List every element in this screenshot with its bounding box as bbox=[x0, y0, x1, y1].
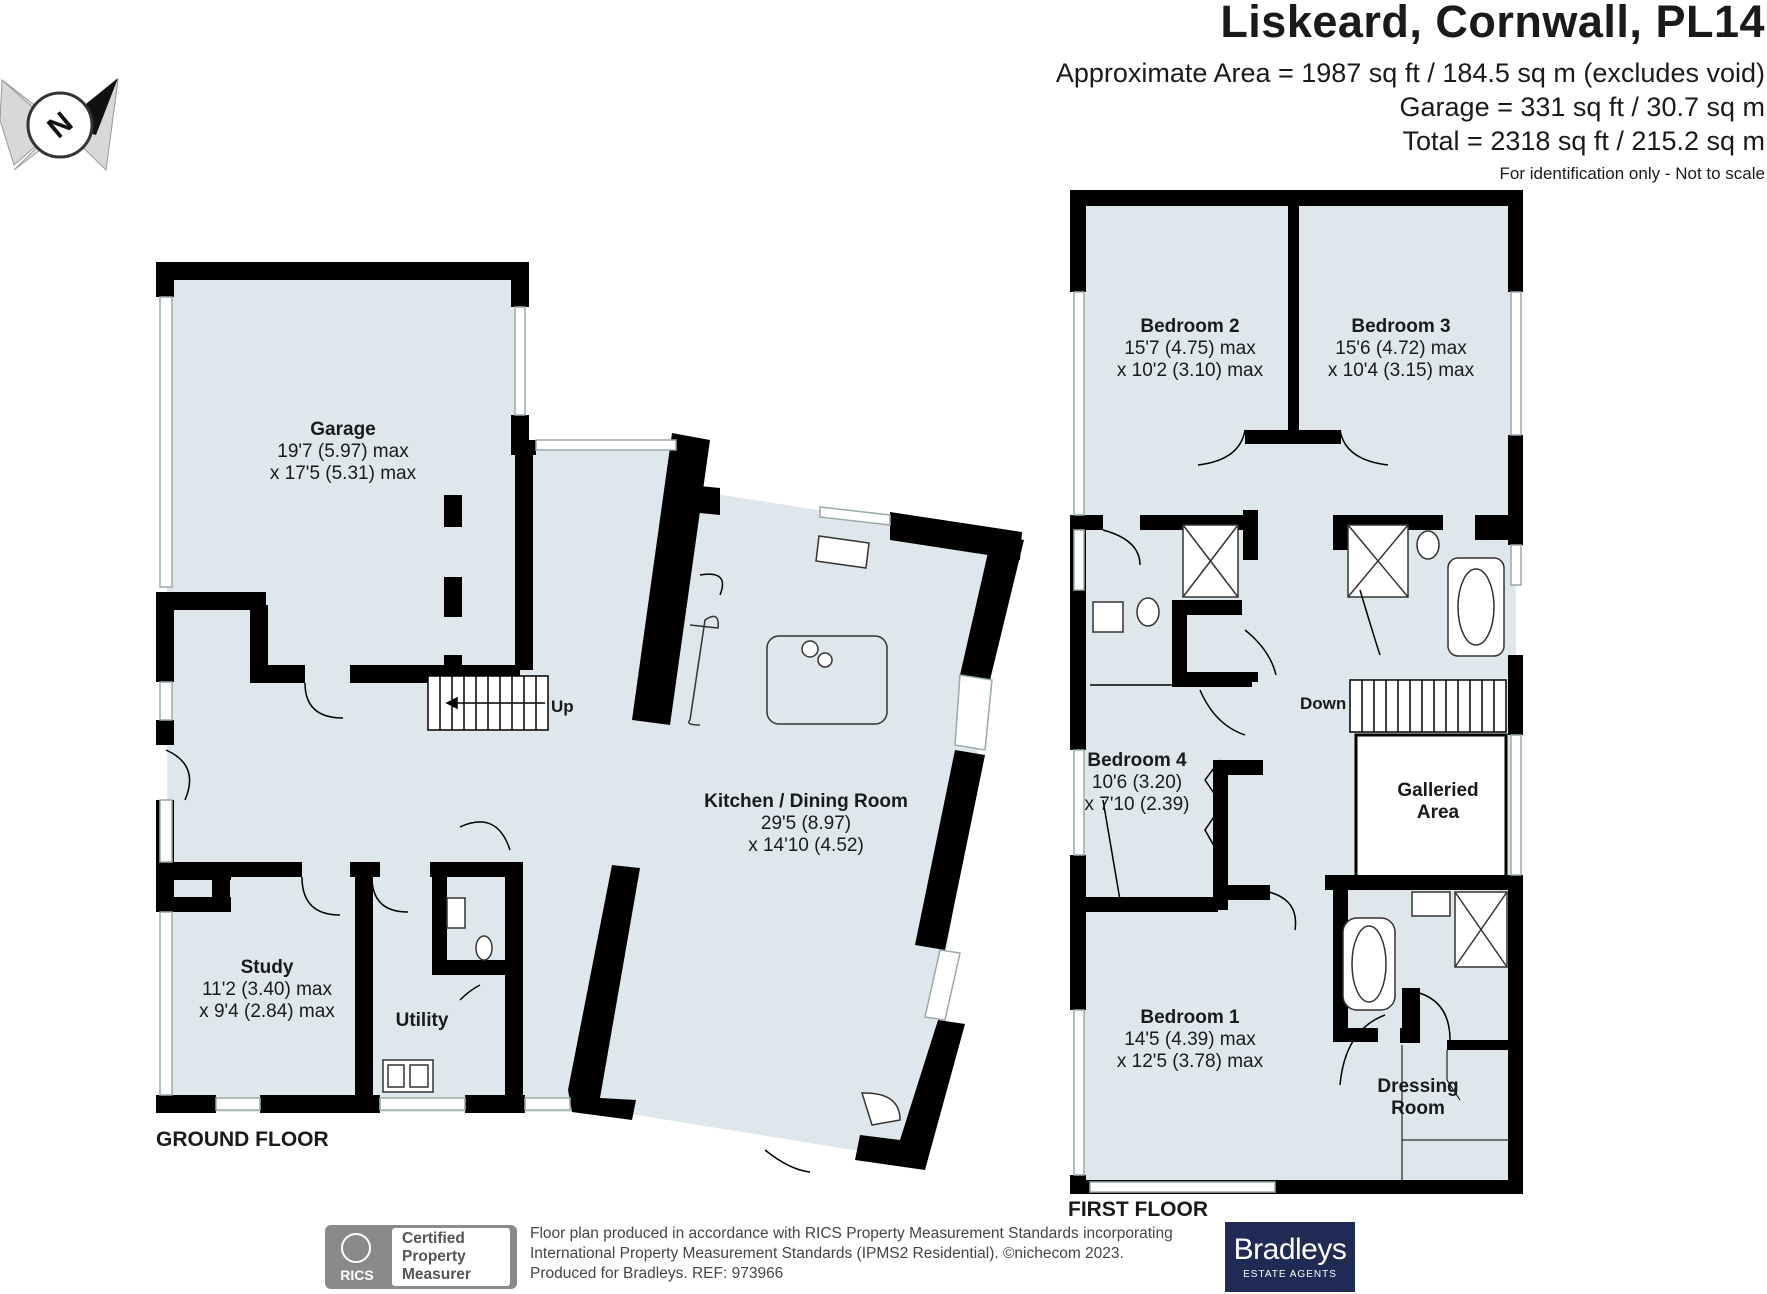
room-label-bedroom-1: Bedroom 1 14'5 (4.39) max x 12'5 (3.78) … bbox=[1117, 1007, 1263, 1073]
room-name-galleried-1: Galleried bbox=[1397, 780, 1479, 801]
brand-subtitle: ESTATE AGENTS bbox=[1243, 1269, 1337, 1280]
room-dim-garage-2: x 17'5 (5.31) max bbox=[269, 463, 417, 484]
room-dim-bedroom-1-1: 14'5 (4.39) max bbox=[1124, 1029, 1256, 1050]
room-dim-study-1: 11'2 (3.40) max bbox=[201, 979, 333, 1000]
rics-label: RICS bbox=[340, 1267, 374, 1283]
stairs-down-label: Down bbox=[1300, 694, 1347, 713]
room-name-study: Study bbox=[240, 957, 294, 978]
bradleys-logo: Bradleys ESTATE AGENTS bbox=[1225, 1222, 1355, 1292]
room-dim-bedroom-3-2: x 10'4 (3.15) max bbox=[1327, 360, 1475, 381]
room-dim-kitchen-1: 29'5 (8.97) bbox=[760, 813, 852, 834]
room-dim-bedroom-3-1: 15'6 (4.72) max bbox=[1335, 338, 1467, 359]
room-label-bedroom-3: Bedroom 3 15'6 (4.72) max x 10'4 (3.15) … bbox=[1328, 316, 1474, 382]
ground-floor-plan bbox=[156, 262, 1024, 1173]
room-name-dressing-1: Dressing bbox=[1377, 1076, 1459, 1097]
room-name-utility: Utility bbox=[395, 1010, 449, 1031]
rics-line-3: Measurer bbox=[402, 1266, 471, 1283]
garage-area: Garage = 331 sq ft / 30.7 sq m bbox=[1399, 92, 1765, 122]
ground-floor-label: GROUND FLOOR bbox=[156, 1128, 329, 1151]
room-name-dressing-2: Room bbox=[1391, 1098, 1445, 1119]
room-label-garage: Garage 19'7 (5.97) max x 17'5 (5.31) max bbox=[270, 419, 416, 485]
stairs-up-label: Up bbox=[551, 697, 574, 716]
room-name-bedroom-1: Bedroom 1 bbox=[1140, 1007, 1240, 1028]
disclaimer-note: For identification only - Not to scale bbox=[1499, 164, 1765, 183]
north-arrow-icon: N bbox=[0, 78, 119, 172]
room-dim-bedroom-2-2: x 10'2 (3.10) max bbox=[1116, 360, 1264, 381]
room-label-utility: Utility bbox=[396, 1010, 449, 1032]
footer-line-1: Floor plan produced in accordance with R… bbox=[530, 1225, 1173, 1242]
rics-certified-badge: RICS Certified Property Measurer bbox=[325, 1225, 517, 1289]
room-dim-bedroom-4-2: x 7'10 (2.39) bbox=[1084, 794, 1190, 815]
room-dim-bedroom-4-1: 10'6 (3.20) bbox=[1091, 772, 1183, 793]
room-name-garage: Garage bbox=[310, 419, 376, 440]
rics-certified-text: Certified Property Measurer bbox=[392, 1228, 510, 1286]
room-dim-study-2: x 9'4 (2.84) max bbox=[199, 1001, 335, 1022]
room-dim-bedroom-1-2: x 12'5 (3.78) max bbox=[1116, 1051, 1264, 1072]
first-floor-label: FIRST FLOOR bbox=[1068, 1198, 1208, 1221]
room-label-study: Study 11'2 (3.40) max x 9'4 (2.84) max bbox=[199, 957, 335, 1023]
brand-name: Bradleys bbox=[1233, 1233, 1347, 1266]
room-name-kitchen: Kitchen / Dining Room bbox=[704, 791, 908, 812]
room-name-bedroom-4: Bedroom 4 bbox=[1087, 750, 1187, 771]
footer-line-2: International Property Measurement Stand… bbox=[530, 1245, 1124, 1262]
room-label-kitchen: Kitchen / Dining Room 29'5 (8.97) x 14'1… bbox=[704, 791, 908, 857]
rics-logo-icon: RICS bbox=[325, 1225, 389, 1289]
approximate-area: Approximate Area = 1987 sq ft / 184.5 sq… bbox=[1055, 58, 1765, 88]
footer-line-3: Produced for Bradleys. REF: 973966 bbox=[530, 1265, 784, 1282]
room-dim-garage-1: 19'7 (5.97) max bbox=[277, 441, 409, 462]
first-floor-plan bbox=[1070, 190, 1523, 1194]
rics-line-1: Certified bbox=[402, 1230, 465, 1247]
total-area: Total = 2318 sq ft / 215.2 sq m bbox=[1402, 126, 1765, 156]
room-dim-kitchen-2: x 14'10 (4.52) bbox=[748, 835, 864, 856]
room-name-bedroom-3: Bedroom 3 bbox=[1351, 316, 1451, 337]
room-label-bedroom-4: Bedroom 4 10'6 (3.20) x 7'10 (2.39) bbox=[1084, 750, 1189, 816]
room-dim-bedroom-2-1: 15'7 (4.75) max bbox=[1124, 338, 1256, 359]
property-title: Liskeard, Cornwall, PL14 bbox=[1220, 0, 1765, 47]
room-label-bedroom-2: Bedroom 2 15'7 (4.75) max x 10'2 (3.10) … bbox=[1117, 316, 1263, 382]
room-name-bedroom-2: Bedroom 2 bbox=[1140, 316, 1240, 337]
footer-disclaimer: Floor plan produced in accordance with R… bbox=[530, 1224, 1173, 1284]
rics-line-2: Property bbox=[402, 1248, 466, 1265]
room-label-dressing-room: Dressing Room bbox=[1377, 1076, 1458, 1120]
room-label-galleried-area: Galleried Area bbox=[1397, 780, 1478, 824]
room-name-galleried-2: Area bbox=[1416, 802, 1460, 823]
